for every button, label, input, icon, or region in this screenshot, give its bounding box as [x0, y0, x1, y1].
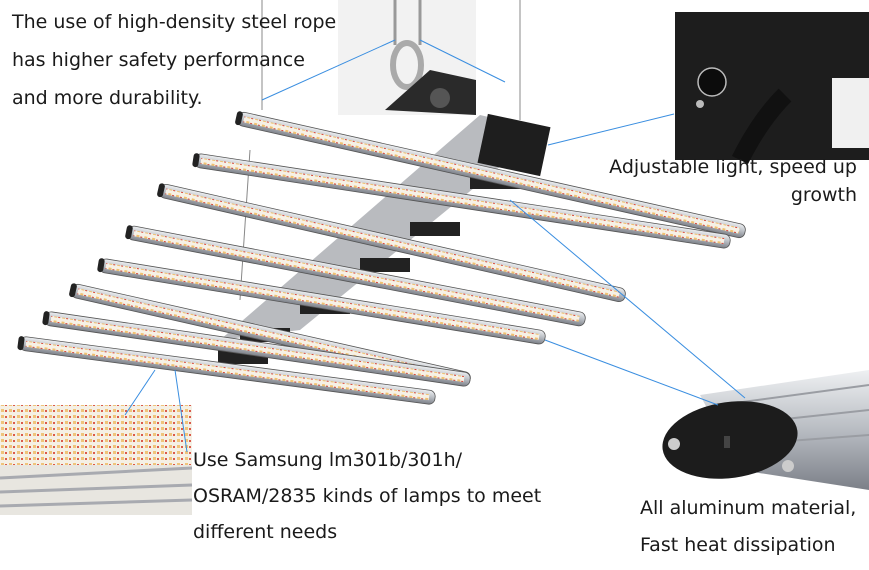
- lamps-callout-line-2: OSRAM/2835 kinds of lamps to meet: [193, 485, 542, 507]
- light-bar: [235, 111, 746, 239]
- light-bar: [97, 258, 546, 345]
- dimmer-callout-line-1: Adjustable light, speed up: [609, 156, 857, 178]
- hook-inset: [338, 0, 476, 115]
- end-cap-inset: [662, 370, 869, 490]
- light-bar: [157, 183, 626, 303]
- rope-callout-line-2: has higher safety performance: [12, 49, 305, 71]
- rope-callout-line-3: and more durability.: [12, 87, 203, 109]
- light-bar: [125, 225, 586, 327]
- light-bar: [17, 336, 436, 405]
- dimmer-callout-line-2: growth: [790, 184, 857, 206]
- led-closeup-inset: [0, 405, 193, 515]
- lamps-callout-line-1: Use Samsung lm301b/301h/: [193, 449, 463, 471]
- light-bar: [42, 311, 471, 387]
- callout-lines: [124, 39, 746, 453]
- lamps-callout-line-3: different needs: [193, 521, 338, 543]
- aluminum-callout-line-2: Fast heat dissipation: [640, 534, 836, 556]
- light-bars: [17, 111, 746, 405]
- light-bar: [192, 153, 731, 249]
- rope-callout-line-1: The use of high-density steel rope: [12, 11, 337, 33]
- dimmer-knob-inset: [675, 12, 869, 165]
- aluminum-callout-line-1: All aluminum material,: [640, 497, 857, 519]
